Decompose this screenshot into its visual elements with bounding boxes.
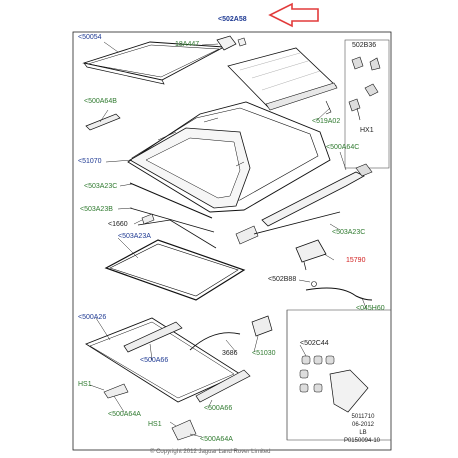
label-seal-503a23c-right: <503A23C (332, 229, 366, 236)
roller-blind (227, 47, 337, 108)
label-hose-3686: 3686 (222, 350, 238, 357)
kit-502c44-group (299, 355, 369, 413)
footer-ref-code: 5011710 (351, 414, 375, 420)
label-channel-500a26: <500A26 (78, 314, 107, 321)
footer-part-no: P0150094-10 (343, 438, 381, 444)
label-hs1-bottom: HS1 (148, 421, 162, 428)
label-arm-500a66-bottom: <500A66 (204, 405, 233, 412)
hose-3686 (189, 332, 241, 351)
label-seal-503a23b: <503A23B (80, 206, 113, 213)
label-guide-500a64a-bottom: <500A64A (200, 436, 233, 443)
label-motor-15790: 15790 (346, 257, 366, 264)
label-clip-1660: <1660 (108, 221, 128, 228)
label-seal-503a23a: <503A23A (118, 233, 151, 240)
label-bracket-51030: <51030 (252, 350, 276, 357)
arm-500a66-bottom (195, 369, 251, 403)
seal-503a23c-left (129, 182, 213, 219)
leader-lines (89, 41, 367, 438)
drain-hose (305, 287, 373, 301)
guide-500a64b (85, 113, 121, 131)
label-kit-502c44: <502C44 (300, 340, 329, 347)
rail-500a64c (261, 171, 365, 227)
label-screw-502b88: <502B88 (268, 276, 297, 283)
bracket-18a447 (216, 35, 237, 51)
footer-date: 06-2012 (351, 422, 375, 428)
label-sunroof-glass: <50054 (78, 34, 102, 41)
label-seal-503a23c-left: <503A23C (84, 183, 118, 190)
label-clip-502b36: 502B36 (352, 42, 377, 49)
label-guide-500a64b: <500A64B (84, 98, 117, 105)
screw-502b88 (311, 281, 317, 287)
bracket-51030 (251, 315, 273, 337)
label-frame-51070: <51070 (78, 158, 102, 165)
label-rail-500a64c: <500A64C (326, 144, 360, 151)
arm-500a66-top (123, 321, 183, 353)
guide-500a64a-bottom (171, 419, 197, 441)
label-arm-500a66-top: <500A66 (140, 357, 169, 364)
seal-503a23a (104, 239, 246, 301)
clip-502b36-group (348, 56, 381, 121)
label-hx1: HX1 (360, 127, 374, 134)
seal-503a23c-right (253, 211, 341, 235)
label-drain-045h60: <045H60 (356, 305, 385, 312)
footer-copyright: © Copyright 2012 Jaguar Land Rover Limit… (150, 449, 271, 455)
callout-arrow-icon (268, 2, 319, 28)
footer-lb: LB (359, 430, 367, 436)
label-bracket-18a447: 18A447 (175, 41, 200, 48)
seal-503a23b (129, 207, 215, 233)
label-guide-500a64a-top: <500A64A (108, 411, 141, 418)
outer-frame (72, 31, 392, 451)
label-hs1-top: HS1 (78, 381, 92, 388)
sunroof-motor (295, 239, 327, 263)
clip-1660 (141, 213, 155, 225)
label-blind-519a02: <519A02 (312, 118, 341, 125)
glass-panel (82, 41, 226, 81)
guide-500a64a-top (103, 383, 129, 399)
label-top-ref: <502A58 (218, 16, 247, 23)
